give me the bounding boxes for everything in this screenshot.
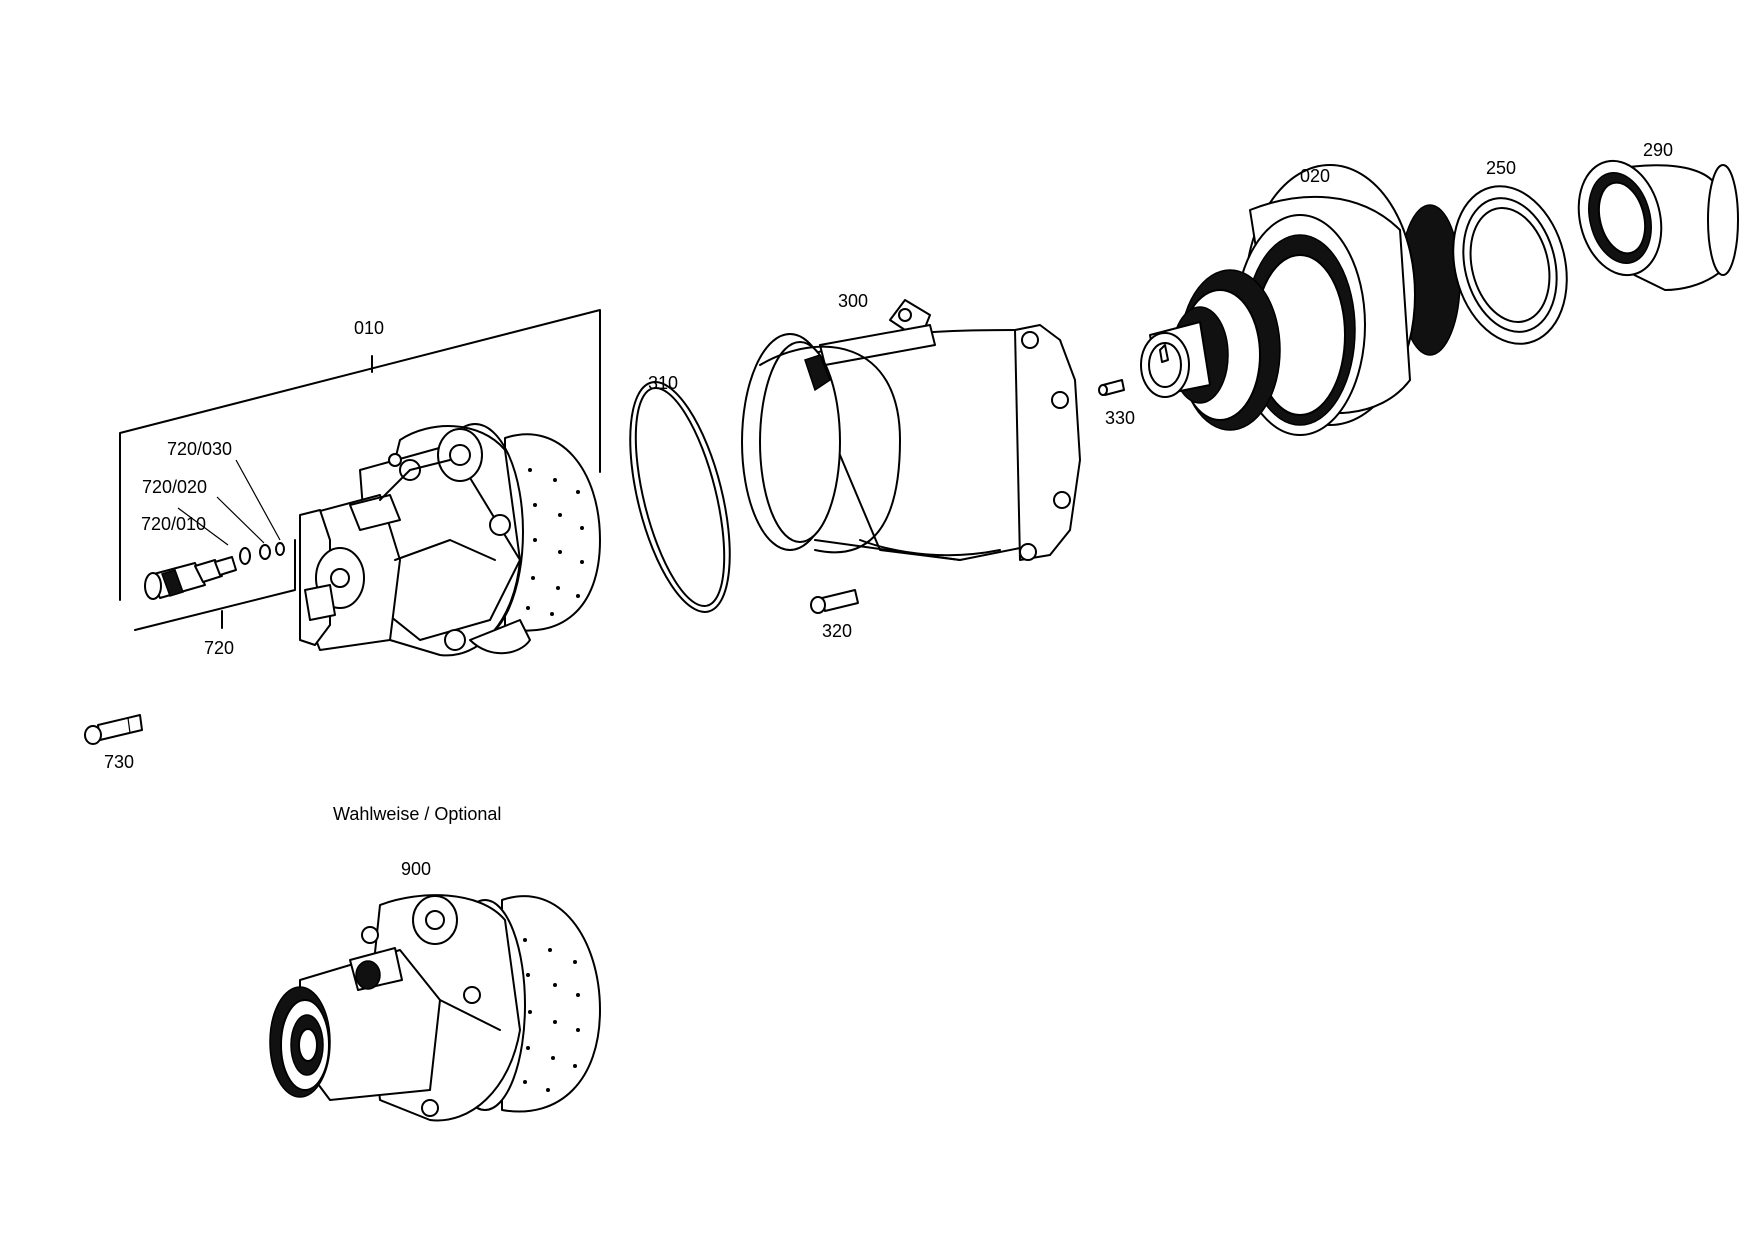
bolt-320 [810, 589, 859, 614]
label-900: 900 [401, 859, 431, 879]
label-020: 020 [1300, 166, 1330, 186]
oring-310 [629, 381, 731, 613]
sensor-720 [144, 459, 285, 600]
sleeve-290 [1577, 159, 1739, 291]
housing-300 [741, 299, 1081, 561]
label-720-030: 720/030 [167, 439, 232, 459]
label-720-010: 720/010 [141, 514, 206, 534]
label-300: 300 [838, 291, 868, 311]
optional-note: Wahlweise / Optional [333, 804, 501, 824]
label-720: 720 [204, 638, 234, 658]
drum-holes-900 [523, 938, 580, 1092]
carrier-020 [1140, 164, 1461, 436]
label-320: 320 [822, 621, 852, 641]
bearing-250 [1452, 185, 1568, 345]
housing-010 [299, 423, 601, 657]
label-730: 730 [104, 752, 134, 772]
label-250: 250 [1486, 158, 1516, 178]
bolt-730 [84, 714, 143, 745]
label-720-020: 720/020 [142, 477, 207, 497]
drum-holes [526, 468, 584, 616]
label-010: 010 [354, 318, 384, 338]
part-labels: 010 020 250 290 300 310 320 330 720 720/… [104, 140, 1673, 879]
optional-assembly-900 [269, 894, 601, 1122]
pin-330 [1098, 379, 1125, 396]
bracket-010 [119, 309, 601, 631]
label-290: 290 [1643, 140, 1673, 160]
label-310: 310 [648, 373, 678, 393]
label-330: 330 [1105, 408, 1135, 428]
